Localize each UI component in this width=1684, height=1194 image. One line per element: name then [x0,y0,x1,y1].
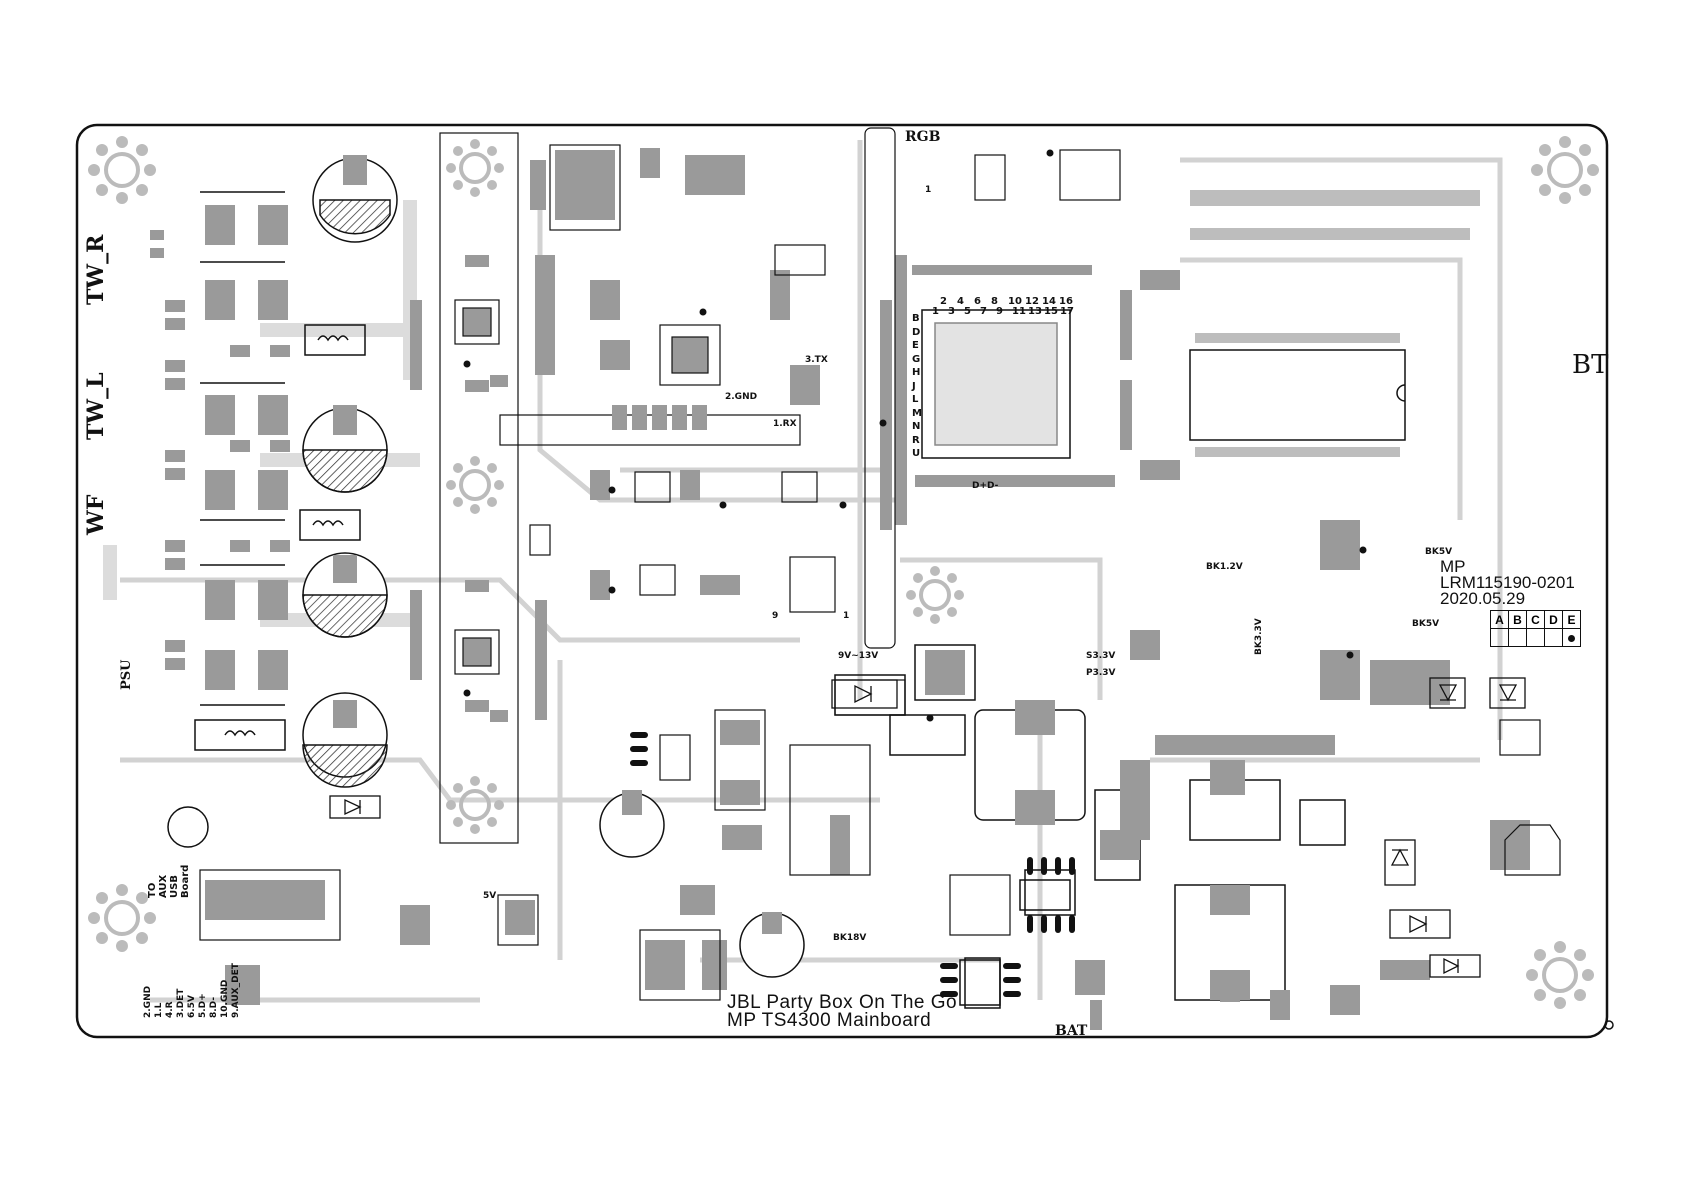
usb-pin-label: 2.GND [143,985,153,1018]
board-date: 2020.05.29 [1440,589,1526,608]
s33-label: S3.3V [1086,651,1116,661]
copper-traces [120,140,1503,1003]
bga-row-label: H [912,367,921,378]
bga-coord-label: 9 [996,306,1003,317]
bga-row-label: J [912,380,916,392]
tw-r-label: TW_R [83,234,109,305]
v5-label: 5V [483,891,497,901]
bga-coord-label: 4 [957,296,964,307]
bga-row-label: R [912,434,920,446]
bga-soc [921,309,1071,459]
tw-l-label: TW_L [83,372,109,440]
bga-row-label: N [912,421,921,432]
rev-mark-cell [1562,628,1581,647]
power-pads [150,205,290,690]
bga-row-label: D [912,326,921,338]
rev-column-b: B [1508,610,1527,629]
bga-coord-label: 14 [1042,296,1056,307]
usb-board-label: TO AUX USB Board [147,864,191,898]
bga-row-label: B [912,313,920,324]
bga-row-label: E [912,340,919,351]
electrolytic-caps [302,155,398,788]
bt-label: BT [1572,350,1609,380]
bk12-label: BK1.2V [1206,562,1243,572]
usb-pin-label: 10.GND [220,979,230,1018]
rev-column-a: A [1490,610,1509,629]
bga-coord-label: 1 [932,306,939,317]
rev-mark-cell [1544,628,1563,647]
power-section [834,644,1346,1009]
bga-coord-label: 12 [1025,296,1039,307]
bga-coord-label: 8 [991,296,998,307]
rev-column-d: D [1544,610,1563,629]
mounting-holes [88,136,1599,1009]
usb-pin-label: 6.5V [187,995,197,1018]
bga-coord-label: 17 [1060,306,1074,317]
wf-label: WF [83,494,109,535]
usb-pin-label: 1.L [154,1002,164,1018]
usb-pin-label: 3.DET [176,988,186,1018]
bk5v-b-label: BK5V [1412,619,1440,629]
bga-coord-label: 2 [940,296,947,307]
bk33-label: BK3.3V [1254,618,1264,655]
bat-label: BAT [1055,1023,1088,1039]
board-outline [75,123,1609,1039]
bga-row-label: L [912,394,919,405]
bga-coord-label: 15 [1044,306,1058,317]
bga-coord-label: 6 [974,296,981,307]
rgb-label: RGB [905,129,941,145]
dpdm-label: D+D- [972,481,999,491]
bga-row-label: G [912,353,921,365]
rev-column-e: E [1562,610,1581,629]
bga-coord-label: 5 [964,306,971,317]
usb-pin-label: 5.D+ [198,993,208,1018]
tx-label: 3.TX [805,355,828,365]
rev-mark-cell [1490,628,1509,647]
rev-column-c: C [1526,610,1545,629]
pin1-label: 1 [925,185,932,195]
revision-label: MP [1440,557,1466,576]
v9-13-label: 9V~13V [838,651,879,661]
usb-pin-label: 4.R [165,1001,175,1018]
mcu [499,324,801,446]
amp-ics [454,299,500,675]
gnd-label: 2.GND [725,392,758,402]
bga-coord-label: 10 [1008,296,1022,307]
bga-coord-label: 3 [948,306,955,317]
p33-label: P3.3V [1086,668,1116,678]
psu-label: PSU [119,659,134,690]
bk5v-a-label: BK5V [1425,547,1453,557]
bga-coord-label: 13 [1028,306,1042,317]
board-title-line1: JBL Party Box On The Go [727,992,958,1013]
usb-pin-label: 9.AUX_DET [231,963,241,1018]
rev-mark-cell [1508,628,1527,647]
rev-mark-cell [1526,628,1545,647]
bt-module [1189,349,1406,441]
bga-coord-label: 11 [1012,306,1026,317]
bga-coord-label: 16 [1059,296,1073,307]
bga-row-label: M [912,407,922,419]
pin-a9-label: 9 [772,611,779,621]
bga-row-label: U [912,448,921,459]
usb-pin-label: 8.D- [209,996,219,1018]
bk18-label: BK18V [833,933,867,943]
pin-a1-label: 1 [843,611,850,621]
rev-mark-dot [1568,634,1575,642]
board-title-line2: MP TS4300 Mainboard [727,1010,932,1031]
part-number: LRM115190-0201 [1440,573,1575,592]
bga-coord-label: 7 [980,306,987,317]
rx-label: 1.RX [773,419,797,429]
